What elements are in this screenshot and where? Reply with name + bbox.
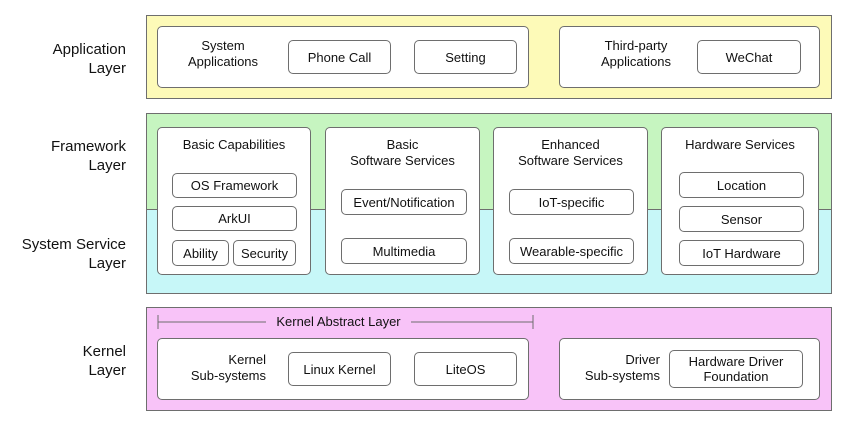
sensor-box: Sensor	[679, 206, 804, 232]
setting-box: Setting	[414, 40, 517, 74]
hardware-services-title: Hardware Services	[685, 137, 795, 152]
hardware-driver-foundation-box: Hardware Driver Foundation	[669, 350, 803, 388]
basic-capabilities-title: Basic Capabilities	[182, 137, 286, 152]
system-service-layer-label: System Service Layer	[21, 236, 126, 272]
linux-kernel-box: Linux Kernel	[288, 352, 391, 386]
system-applications-title: System Applications	[187, 38, 259, 69]
driver-subsystems-title: Driver Sub-systems	[584, 352, 660, 383]
kernel-subsystems-title: Kernel Sub-systems	[190, 352, 266, 383]
enhanced-software-services-title: Enhanced Software Services	[518, 137, 623, 168]
third-party-applications-title: Third-party Applications	[600, 38, 672, 69]
os-framework-box: OS Framework	[172, 173, 297, 198]
application-layer-label: Application Layer	[52, 41, 126, 77]
arkui-box: ArkUI	[172, 206, 297, 231]
basic-software-services-title: Basic Software Services	[350, 137, 455, 168]
wechat-box: WeChat	[697, 40, 801, 74]
wearable-specific-box: Wearable-specific	[509, 238, 634, 264]
kernel-layer-label: Kernel Layer	[82, 343, 126, 379]
security-box: Security	[233, 240, 296, 266]
iot-hardware-box: IoT Hardware	[679, 240, 804, 266]
kernel-abstract-layer-label: Kernel Abstract Layer	[266, 314, 411, 330]
iot-specific-box: IoT-specific	[509, 189, 634, 215]
multimedia-box: Multimedia	[341, 238, 467, 264]
liteos-box: LiteOS	[414, 352, 517, 386]
ability-box: Ability	[172, 240, 229, 266]
phone-call-box: Phone Call	[288, 40, 391, 74]
event-notification-box: Event/Notification	[341, 189, 467, 215]
framework-layer-label: Framework Layer	[50, 138, 126, 174]
location-box: Location	[679, 172, 804, 198]
